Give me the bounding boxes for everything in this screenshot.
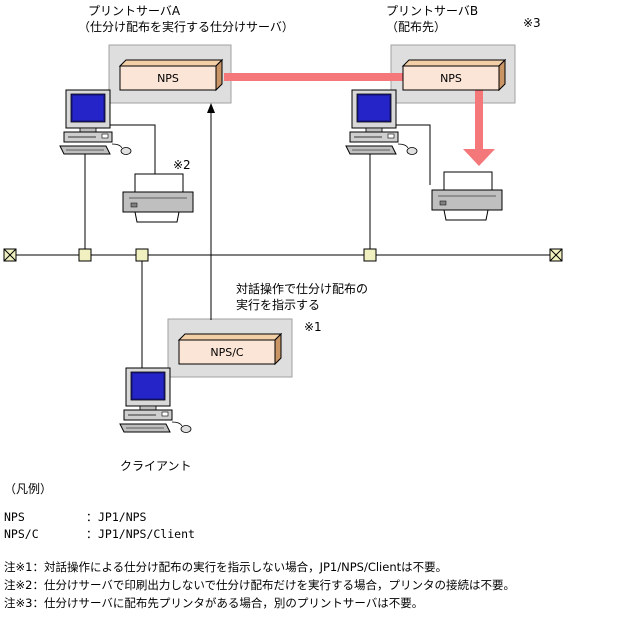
legend-key-nps: NPS bbox=[4, 510, 25, 524]
printer-a-icon bbox=[122, 173, 194, 223]
client-label: クライアント bbox=[120, 459, 192, 473]
note-mark-2: ※2 bbox=[173, 158, 191, 172]
client-pc-icon bbox=[119, 367, 192, 433]
client-instruction-arrow bbox=[207, 103, 215, 320]
nps-box-b-label: NPS bbox=[440, 72, 462, 85]
note-3: 注※3：仕分けサーバに配布先プリンタがある場合，別のプリントサーバは不要。 bbox=[4, 596, 424, 610]
printer-b-icon bbox=[431, 171, 503, 221]
legend-value-nps: JP1/NPS bbox=[98, 510, 147, 524]
connections bbox=[12, 124, 556, 392]
server-a-subtitle: （仕分け配布を実行する仕分けサーバ） bbox=[78, 20, 294, 34]
nps-box-a-label: NPS bbox=[157, 72, 179, 85]
client-action-line-1: 対話操作で仕分け配布の bbox=[236, 282, 369, 296]
server-b-subtitle: （配布先） bbox=[386, 20, 447, 34]
nps-c-box-label: NPS/C bbox=[210, 346, 244, 359]
legend-sep-npsc: ： bbox=[86, 527, 98, 541]
legend-key-npsc: NPS/C bbox=[4, 527, 39, 541]
lan-nodes bbox=[78, 248, 377, 262]
note-mark-3: ※3 bbox=[523, 16, 541, 30]
note-mark-1: ※1 bbox=[304, 320, 322, 334]
nps-c-box-client bbox=[177, 332, 283, 366]
nps-box-server-a bbox=[118, 58, 224, 92]
lan-terminators bbox=[3, 248, 563, 262]
legend-value-npsc: JP1/NPS/Client bbox=[98, 527, 195, 541]
note-1: 注※1：対話操作による仕分け配布の実行を指示しない場合，JP1/NPS/Clie… bbox=[4, 560, 448, 574]
note-2: 注※2：仕分けサーバで印刷出力しないで仕分け配布だけを実行する場合，プリンタの接… bbox=[4, 578, 515, 592]
server-a-title: プリントサーバA bbox=[88, 4, 181, 18]
client-action-line-2: 実行を指示する bbox=[236, 298, 321, 312]
legend-title: （凡例） bbox=[4, 482, 53, 496]
nps-box-server-b bbox=[401, 58, 507, 92]
legend-sep-nps: ： bbox=[86, 510, 98, 524]
server-b-title: プリントサーバB bbox=[386, 4, 479, 18]
